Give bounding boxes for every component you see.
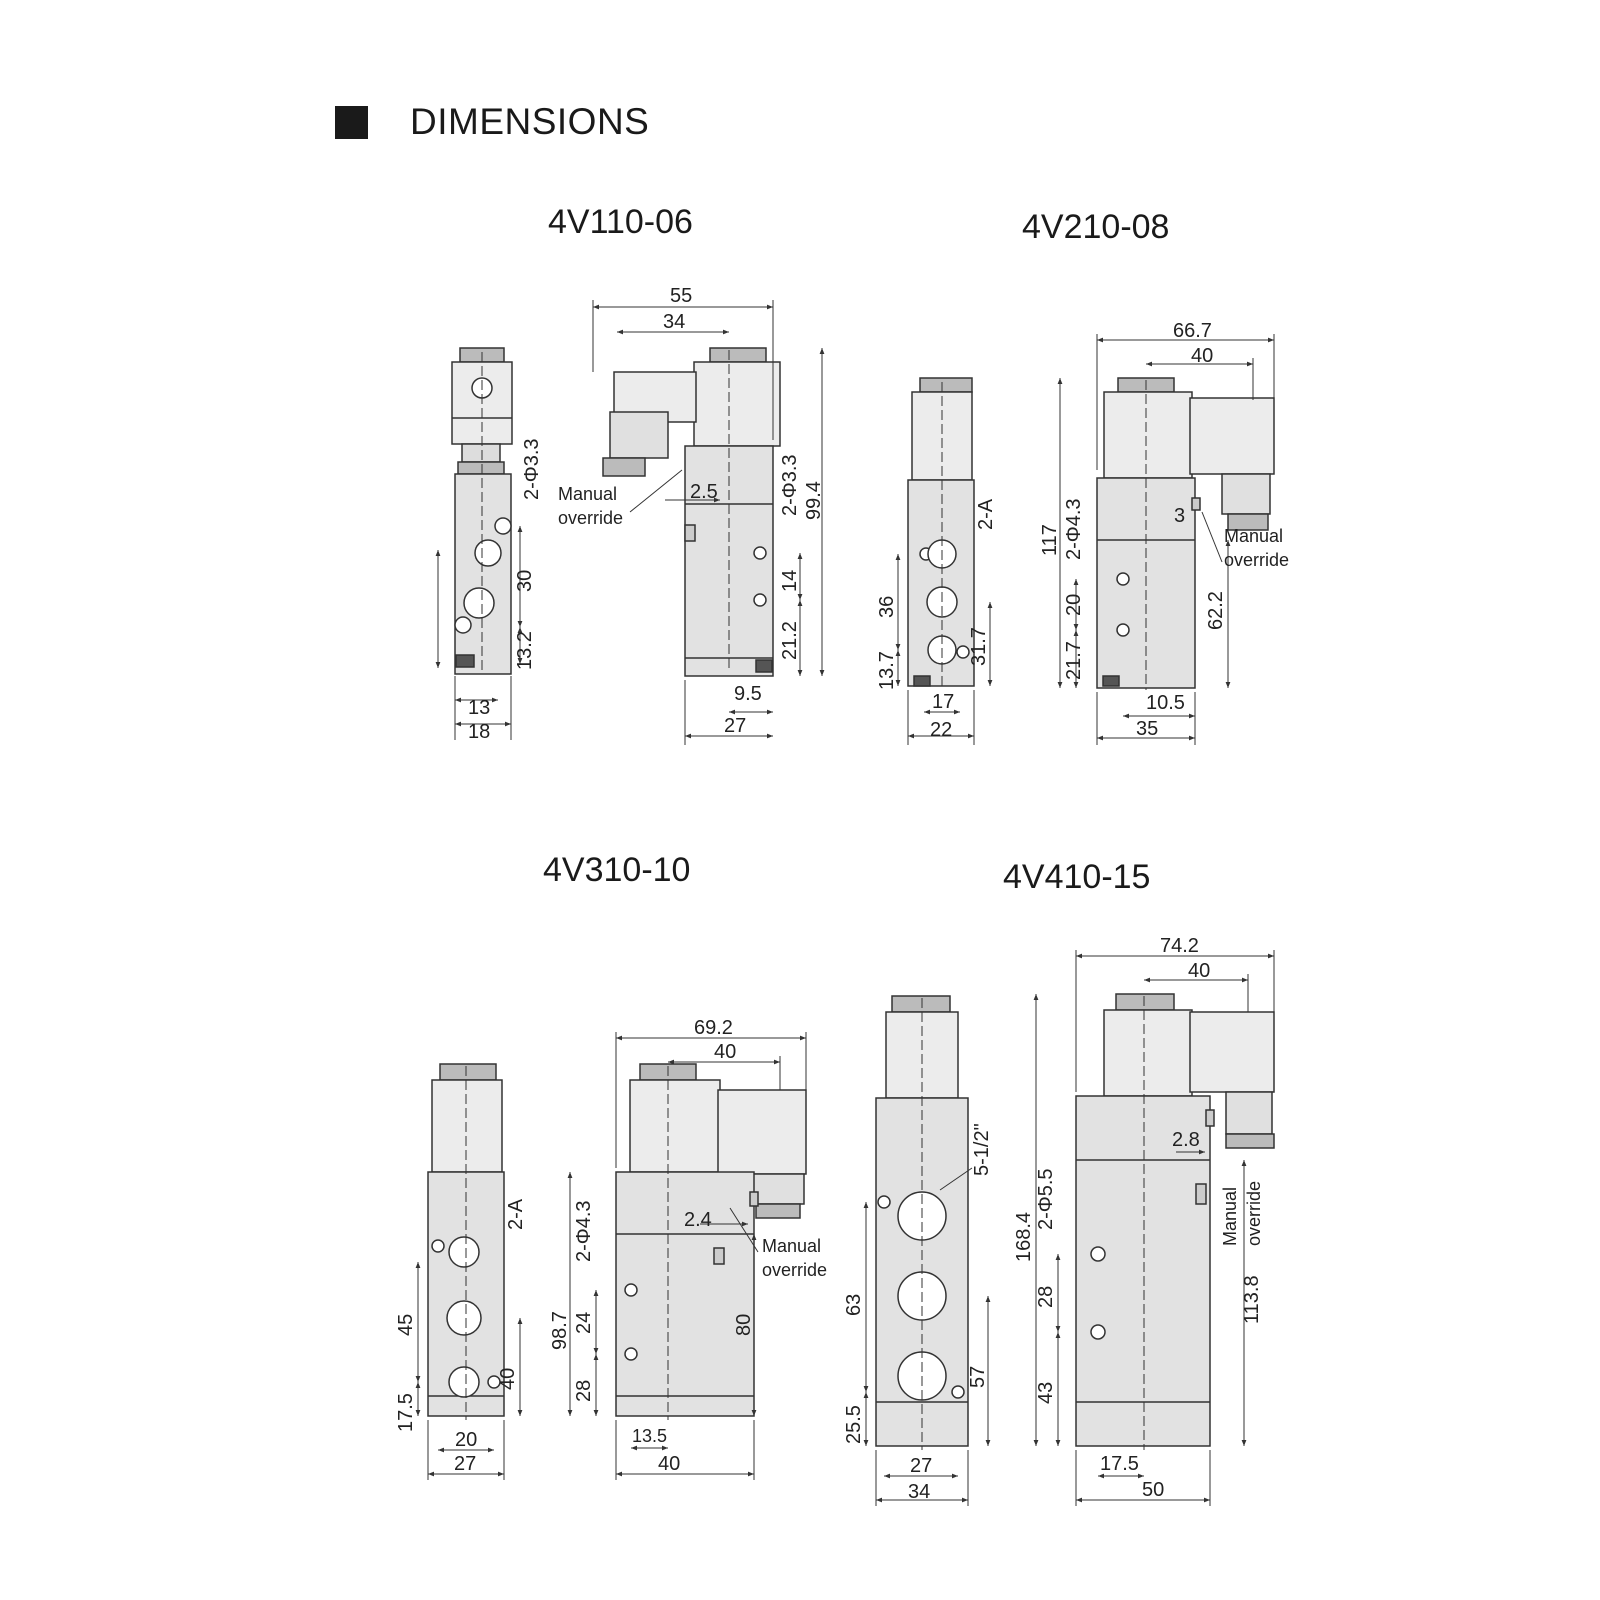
dim-4v310-side-20: 20 (455, 1429, 477, 1451)
label-4v110-manual-override-line2: override (558, 508, 623, 528)
dim-4v410-front-40: 40 (1188, 960, 1210, 982)
label-4v210-manual-override-line2: override (1224, 550, 1289, 570)
label-4v210-manual-override-line1: Manual (1224, 526, 1283, 546)
label-4v410-manual-override-line2: override (1244, 1181, 1264, 1246)
valve-4v110-side-dims (435, 352, 523, 740)
dim-4v310-front-80: 80 (733, 1314, 755, 1336)
dim-4v110-side-13: 13 (468, 697, 490, 719)
header-square-bullet (335, 106, 368, 139)
valve-4v210-front-dims (1057, 334, 1275, 745)
dim-4v410-side-63: 63 (843, 1294, 865, 1316)
valve-4v210-side-view (907, 377, 975, 687)
dim-4v110-front-hole-spec: 2-Φ3.3 (779, 454, 801, 516)
dim-4v410-side-25-5: 25.5 (843, 1405, 865, 1444)
dim-4v310-side-17-5: 17.5 (395, 1393, 417, 1432)
valve-4v310-side-dims (415, 1066, 523, 1480)
dim-4v410-front-hole-spec: 2-Φ5.5 (1035, 1168, 1057, 1230)
dim-4v410-front-2-8: 2.8 (1172, 1129, 1200, 1151)
dim-4v210-front-117: 117 (1039, 524, 1061, 556)
dim-4v110-front-2-5: 2.5 (690, 481, 718, 503)
dim-4v410-front-74-2: 74.2 (1160, 935, 1199, 957)
dim-4v110-front-14: 14 (779, 570, 801, 592)
dim-4v110-side-hole-spec: 2-Φ3.3 (521, 438, 543, 500)
label-4v410-manual-override-line1: Manual (1220, 1187, 1240, 1246)
dim-4v410-front-43: 43 (1035, 1382, 1057, 1404)
dim-4v110-side-30: 30 (514, 570, 536, 592)
dim-4v210-side-port: 2-A (975, 498, 997, 530)
dim-4v310-front-69-2: 69.2 (694, 1017, 733, 1039)
valve-4v310-front-dims (567, 1032, 807, 1480)
dim-4v210-front-40: 40 (1191, 345, 1213, 367)
dim-4v210-front-21-7: 21.7 (1063, 641, 1085, 680)
dim-4v310-front-40-bottom: 40 (658, 1453, 680, 1475)
dim-4v410-front-168-4: 168.4 (1013, 1212, 1035, 1262)
model-title-4v310-10: 4V310-10 (543, 851, 691, 889)
label-4v110-manual-override-line1: Manual (558, 484, 617, 504)
valve-4v410-front-dims (1033, 950, 1275, 1506)
model-title-4v410-15: 4V410-15 (1003, 858, 1151, 896)
dim-4v310-front-40-top: 40 (714, 1041, 736, 1063)
dim-4v210-side-17: 17 (932, 691, 954, 713)
valve-4v110-front-view (602, 347, 781, 677)
dim-4v310-front-hole-spec: 2-Φ4.3 (573, 1200, 595, 1262)
dim-4v210-front-20: 20 (1063, 594, 1085, 616)
dim-4v210-side-13-7: 13.7 (876, 651, 898, 690)
dim-4v310-side-40: 40 (497, 1368, 519, 1390)
dim-4v110-side-13-2: 13.2 (514, 631, 536, 670)
dim-4v110-front-9-5: 9.5 (734, 683, 762, 705)
dim-4v210-side-31-7: 31.7 (968, 627, 990, 666)
dim-4v110-side-18: 18 (468, 721, 490, 743)
dim-4v310-side-port: 2-A (505, 1198, 527, 1230)
dim-4v210-side-22: 22 (930, 719, 952, 741)
dim-4v110-front-34: 34 (663, 311, 685, 333)
dim-4v210-front-3: 3 (1174, 505, 1185, 527)
dim-4v410-side-57: 57 (967, 1366, 989, 1388)
dim-4v310-front-24: 24 (573, 1312, 595, 1334)
dim-4v210-front-66-7: 66.7 (1173, 320, 1212, 342)
valve-4v110-front-dims (592, 300, 825, 745)
dim-4v310-front-2-4: 2.4 (684, 1209, 712, 1231)
dim-4v110-front-55: 55 (670, 285, 692, 307)
dim-4v210-side-36: 36 (876, 596, 898, 618)
model-title-4v110-06: 4V110-06 (548, 203, 693, 241)
valve-4v210-side-dims (895, 382, 993, 745)
dim-4v410-side-27: 27 (910, 1455, 932, 1477)
dim-4v310-side-27: 27 (454, 1453, 476, 1475)
label-4v310-manual-override-line2: override (762, 1260, 827, 1280)
dim-4v410-front-50: 50 (1142, 1479, 1164, 1501)
dim-4v410-front-113-8: 113.8 (1241, 1275, 1263, 1324)
dim-4v310-front-13-5: 13.5 (632, 1426, 667, 1446)
section-title: DIMENSIONS (410, 101, 650, 142)
dim-4v210-front-62-2: 62.2 (1205, 591, 1227, 630)
dim-4v310-side-45: 45 (395, 1314, 417, 1336)
dim-4v410-front-17-5: 17.5 (1100, 1453, 1139, 1475)
dim-4v210-front-hole-spec: 2-Φ4.3 (1063, 498, 1085, 560)
dim-4v110-front-27: 27 (724, 715, 746, 737)
dim-4v310-front-28: 28 (573, 1380, 595, 1402)
dim-4v310-front-98-7: 98.7 (549, 1311, 571, 1350)
valve-4v410-side-dims (863, 998, 991, 1506)
dim-4v410-side-34: 34 (908, 1481, 930, 1503)
dim-4v110-front-99-4: 99.4 (803, 481, 825, 520)
valve-4v410-front-view (1075, 993, 1275, 1447)
dim-4v410-front-28: 28 (1035, 1286, 1057, 1308)
dim-4v210-front-10-5: 10.5 (1146, 692, 1185, 714)
model-title-4v210-08: 4V210-08 (1022, 208, 1170, 246)
dim-4v410-side-port: 5-1/2" (971, 1123, 993, 1176)
dim-4v210-front-35: 35 (1136, 718, 1158, 740)
valve-4v310-front-view (615, 1063, 807, 1417)
label-4v310-manual-override-line1: Manual (762, 1236, 821, 1256)
dim-4v110-front-21-2: 21.2 (779, 621, 801, 660)
